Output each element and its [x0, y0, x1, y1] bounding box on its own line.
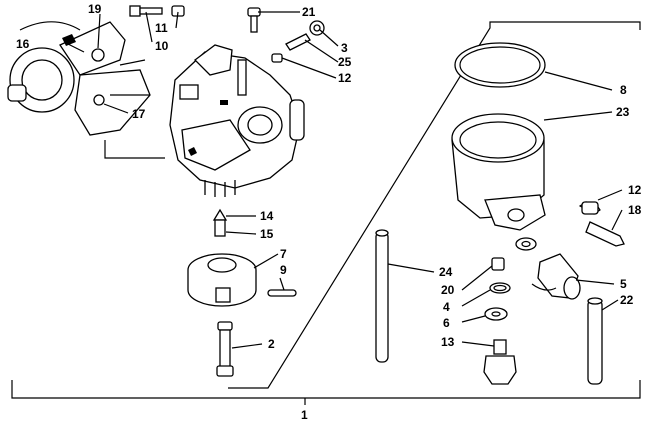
callout-7: 7: [280, 247, 287, 261]
drain-plug-13: [483, 339, 517, 385]
callout-6: 6: [443, 316, 450, 330]
callout-4: 4: [443, 300, 450, 314]
callout-1: 1: [301, 408, 308, 422]
callout-18: 18: [628, 203, 642, 217]
spring-12-top: [271, 53, 283, 63]
callout-24: 24: [439, 265, 453, 279]
pin-9: [267, 289, 297, 297]
callout-11: 11: [155, 21, 168, 35]
assembly-bracket: [11, 21, 641, 405]
callout-20: 20: [441, 283, 455, 297]
float-7: [187, 253, 257, 307]
callout-17: 17: [132, 107, 146, 121]
carburetor-body: [169, 44, 305, 197]
callout-8: 8: [620, 83, 627, 97]
float-bowl-23: [451, 113, 546, 231]
callout-16: 16: [16, 37, 30, 51]
callout-25: 25: [338, 55, 352, 69]
screw-25: [285, 33, 311, 51]
gasket-8: [454, 42, 546, 88]
leader-lines: [67, 11, 623, 349]
callout-12-top: 12: [338, 71, 352, 85]
callout-14: 14: [260, 209, 274, 223]
callout-5: 5: [620, 277, 627, 291]
solenoid-5: [531, 253, 581, 300]
o-ring-4: [489, 282, 511, 294]
washer: [515, 237, 537, 251]
callout-22: 22: [620, 293, 634, 307]
callout-23: 23: [616, 105, 630, 119]
callout-9: 9: [280, 263, 287, 277]
callout-19: 19: [88, 2, 102, 16]
needle-valve-14-15: [212, 208, 228, 237]
screw-10-11: [129, 5, 185, 17]
callout-2: 2: [268, 337, 275, 351]
main-jet-2: [216, 321, 234, 377]
washer-6: [484, 307, 508, 321]
callout-labels: 1 2 3 4 5 6 7 8 9 10 11 12 12 13 14 15 1…: [16, 2, 642, 422]
spring-12-right: [578, 201, 601, 215]
choke-vacuum-assembly: [7, 21, 151, 136]
callout-13: 13: [441, 335, 455, 349]
fitting-3: [309, 20, 325, 36]
jet-20: [491, 257, 505, 271]
tube-24: [375, 229, 389, 363]
callout-3: 3: [341, 41, 348, 55]
callout-15: 15: [260, 227, 274, 241]
screw-18: [585, 221, 625, 247]
tube-22: [587, 297, 603, 385]
callout-21: 21: [302, 5, 316, 19]
callout-10: 10: [155, 39, 169, 53]
callout-12-right: 12: [628, 183, 642, 197]
